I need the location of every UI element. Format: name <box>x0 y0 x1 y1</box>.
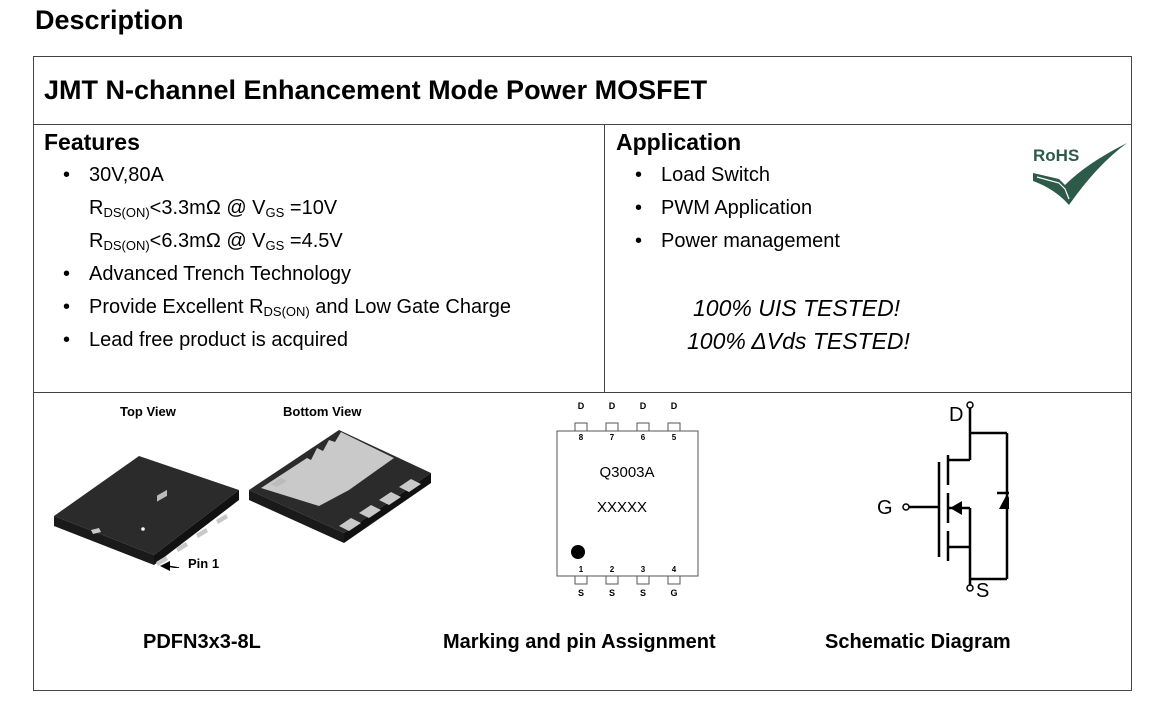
title-row: JMT N-channel Enhancement Mode Power MOS… <box>34 57 1131 125</box>
pin-name: S <box>578 588 584 598</box>
feature-lead-free: Lead free product is acquired <box>63 324 511 357</box>
pin1-arrow-icon <box>160 561 170 571</box>
date-code-marking: XXXXX <box>597 499 647 516</box>
excellent-post: and Low Gate Charge <box>309 296 511 318</box>
schematic-caption: Schematic Diagram <box>825 631 1011 653</box>
feature-excellent: Provide Excellent RDS(ON) and Low Gate C… <box>63 291 511 324</box>
pin1-label: Pin 1 <box>188 556 220 571</box>
source-label: S <box>976 580 989 602</box>
pin-number: 6 <box>641 433 646 442</box>
uis-tested-text: 100% UIS TESTED! <box>693 295 901 321</box>
rds1-sub-gs: GS <box>265 205 285 220</box>
pin-name: D <box>609 401 616 411</box>
pin-number: 2 <box>610 565 615 574</box>
rds1-sub-ds: DS(ON) <box>103 205 150 220</box>
rohs-check-icon <box>1033 143 1127 205</box>
package-drawing <box>54 430 431 568</box>
application-title: Application <box>616 129 742 155</box>
application-item-text: PWM Application <box>661 197 813 219</box>
pin-name: D <box>578 401 585 411</box>
feature-lead-free-text: Lead free product is acquired <box>89 329 349 351</box>
pin-name: S <box>609 588 615 598</box>
application-list: Load Switch PWM Application Power manage… <box>635 159 840 258</box>
rohs-logo: RoHS <box>1033 143 1127 205</box>
top-pins: D D D D 8 7 6 5 <box>574 401 681 442</box>
feature-rds-1: RDS(ON)<3.3mΩ @ VGS =10V <box>89 192 511 225</box>
pin-number: 8 <box>579 433 584 442</box>
rds1-r: R <box>89 197 104 219</box>
pin-name: D <box>671 401 678 411</box>
rds1-cond: =10V <box>284 197 338 219</box>
application-item: Power management <box>635 225 840 258</box>
features-cell: Features 30V,80A RDS(ON)<3.3mΩ @ VGS =10… <box>34 125 605 392</box>
product-title: JMT N-channel Enhancement Mode Power MOS… <box>44 75 708 105</box>
pin-name: D <box>640 401 647 411</box>
rds2-value: <6.3mΩ @ V <box>149 230 266 252</box>
schematic-diagram: D G S <box>877 401 1009 602</box>
marking-diagram: D D D D 8 7 6 5 1 2 3 4 S S S <box>556 401 699 598</box>
rds2-sub-ds: DS(ON) <box>103 238 150 253</box>
rds1-value: <3.3mΩ @ V <box>149 197 266 219</box>
gate-label: G <box>877 497 893 519</box>
diagrams-row: Top View Bottom View <box>34 392 1131 690</box>
description-table: JMT N-channel Enhancement Mode Power MOS… <box>33 56 1132 691</box>
rohs-check-highlight <box>1036 176 1070 200</box>
part-marking: Q3003A <box>599 464 654 481</box>
pin1-dot-icon <box>571 545 585 559</box>
feature-trench-text: Advanced Trench Technology <box>89 263 352 285</box>
excellent-sub: DS(ON) <box>263 304 310 319</box>
rohs-label: RoHS <box>1033 146 1079 165</box>
application-item-text: Power management <box>661 230 840 252</box>
body-diode-icon <box>999 494 1009 509</box>
feature-rating: 30V,80A <box>63 159 511 192</box>
package-top-view <box>54 456 239 568</box>
rds2-cond: =4.5V <box>284 230 343 252</box>
pin-number: 7 <box>610 433 615 442</box>
excellent-pre: Provide Excellent R <box>89 296 264 318</box>
features-title: Features <box>44 129 140 155</box>
pin-number: 1 <box>579 565 584 574</box>
drain-label: D <box>949 404 963 426</box>
package-caption: PDFN3x3-8L <box>143 631 261 653</box>
bottom-pins: 1 2 3 4 S S S G <box>574 565 681 598</box>
pin-number: 3 <box>641 565 646 574</box>
application-cell: Application Load Switch PWM Application … <box>605 125 1131 392</box>
rds2-sub-gs: GS <box>265 238 285 253</box>
application-item-text: Load Switch <box>661 164 770 186</box>
feature-rds-2: RDS(ON)<6.3mΩ @ VGS =4.5V <box>89 225 511 258</box>
vds-tested-text: 100% ΔVds TESTED! <box>687 328 910 354</box>
application-item: Load Switch <box>635 159 840 192</box>
pin-number: 5 <box>672 433 677 442</box>
top-view-label: Top View <box>120 404 176 419</box>
pin-number: 4 <box>672 565 677 574</box>
feature-rating-text: 30V,80A <box>89 164 164 186</box>
feature-trench: Advanced Trench Technology <box>63 258 511 291</box>
package-bottom-view <box>249 430 431 543</box>
body-arrow-icon <box>950 501 962 515</box>
rds2-r: R <box>89 230 104 252</box>
application-item: PWM Application <box>635 192 840 225</box>
section-heading: Description <box>35 5 184 35</box>
pin-name: S <box>640 588 646 598</box>
marking-caption: Marking and pin Assignment <box>443 631 716 653</box>
bottom-view-label: Bottom View <box>283 404 362 419</box>
pin-name: G <box>670 588 677 598</box>
features-list: 30V,80A RDS(ON)<3.3mΩ @ VGS =10V RDS(ON)… <box>63 159 511 357</box>
